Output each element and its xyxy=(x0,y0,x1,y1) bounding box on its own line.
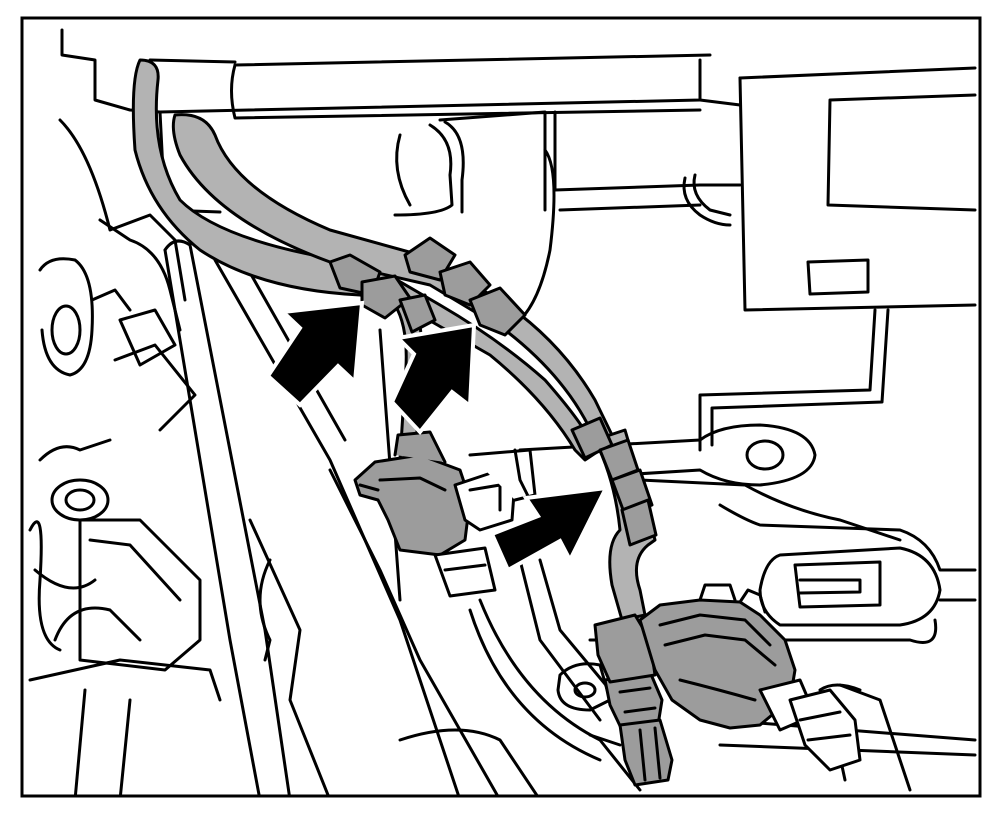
harness-tape-bands xyxy=(328,236,658,547)
connector-left xyxy=(353,430,537,598)
connector-lower-small xyxy=(593,613,674,787)
arrow-up-right-icon xyxy=(265,300,365,408)
upper-beam xyxy=(60,28,712,214)
connector-lower-large xyxy=(638,583,817,732)
arrow-up-right-icon xyxy=(489,485,610,573)
right-bracket xyxy=(682,66,977,312)
arrow-up-right-icon xyxy=(389,322,477,436)
indicator-arrows xyxy=(265,300,610,573)
connector-lower-right xyxy=(788,688,862,772)
left-machinery xyxy=(28,118,222,796)
lower-wires xyxy=(398,558,642,796)
